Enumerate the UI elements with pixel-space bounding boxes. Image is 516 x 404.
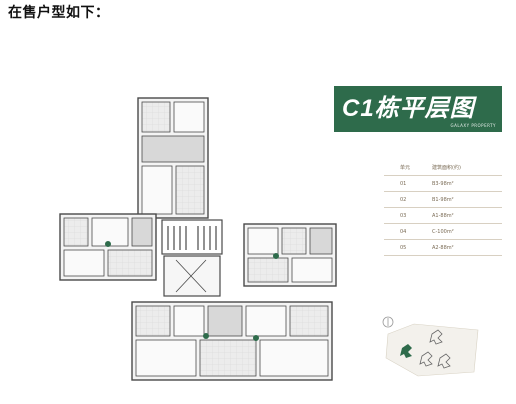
- site-key-plan: [382, 316, 479, 377]
- unit-cell: 01: [400, 180, 407, 187]
- unit-cell: 04: [400, 228, 407, 235]
- right-wing: [243, 223, 337, 287]
- area-cell: B3-98m²: [432, 180, 454, 187]
- building-marker-highlight: [400, 344, 412, 358]
- unit-cell: 03: [400, 212, 407, 219]
- compass-icon: [382, 316, 394, 328]
- page-heading: 在售户型如下：: [8, 5, 110, 21]
- title-badge: C1栋平层图 GALAXY PROPERTY: [334, 86, 502, 132]
- area-cell: B1-98m²: [432, 196, 454, 203]
- table-row: 02 B1-98m²: [384, 192, 502, 208]
- top-wing: [137, 97, 209, 219]
- unit-cell: 05: [400, 244, 407, 251]
- header-unit: 单元: [400, 165, 411, 171]
- area-cell: C-100m²: [432, 228, 454, 235]
- table-row: 01 B3-98m²: [384, 176, 502, 192]
- table-row: 03 A1-88m²: [384, 208, 502, 224]
- table-header: 单元 建筑面积(约): [384, 160, 502, 176]
- area-cell: A1-88m²: [432, 212, 454, 219]
- left-wing: [59, 213, 157, 281]
- header-area: 建筑面积(约): [432, 165, 461, 171]
- building-markers: [419, 329, 451, 369]
- area-cell: A2-88m²: [432, 244, 454, 251]
- unit-table: 单元 建筑面积(约) 01 B3-98m² 02 B1-98m² 03 A1-8…: [384, 160, 502, 256]
- badge-title: C1栋平层图: [342, 95, 475, 122]
- table-row: 04 C-100m²: [384, 224, 502, 240]
- floor-plan: [59, 97, 337, 381]
- table-row: 05 A2-88m²: [384, 240, 502, 256]
- core: [161, 219, 223, 297]
- unit-cell: 02: [400, 196, 407, 203]
- bottom-wing: [131, 301, 333, 381]
- badge-subtitle: GALAXY PROPERTY: [450, 123, 496, 128]
